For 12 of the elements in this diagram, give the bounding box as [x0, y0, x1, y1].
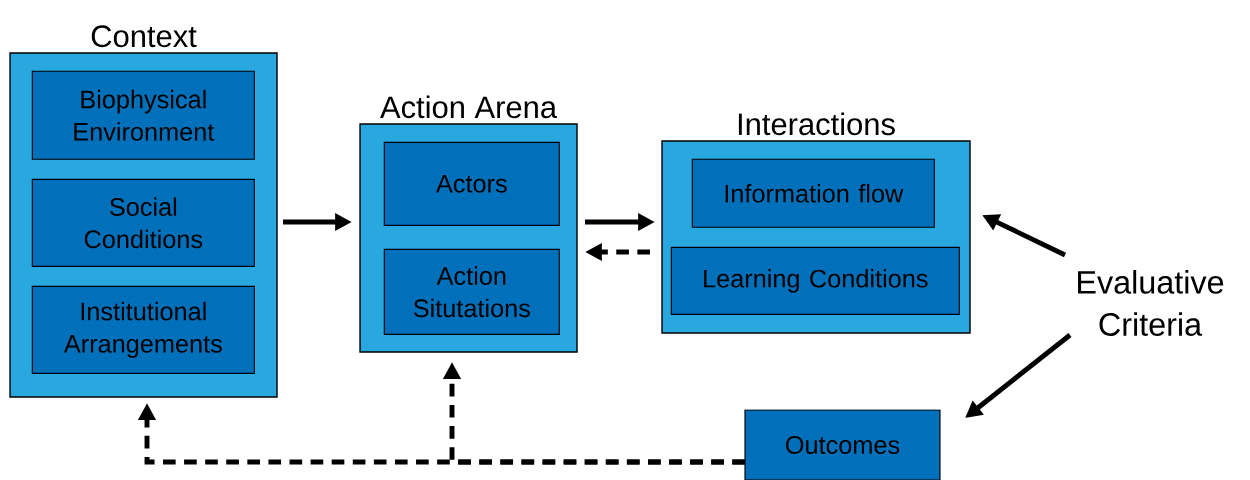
group-title: Interactions [738, 112, 895, 136]
component-box: Social Conditions [31, 178, 255, 267]
component-box: Institutional Arrangements [31, 285, 255, 374]
criteria-label: Evaluative Criteria [1078, 270, 1224, 336]
component-box: Outcomes [744, 409, 941, 480]
component-box: Actors [383, 141, 560, 226]
group-title: Action Arena [380, 95, 557, 119]
component-box: Biophysical Environment [31, 70, 255, 160]
component-box: Learning Conditions [670, 246, 960, 315]
component-box: Information flow [691, 158, 935, 228]
group-title: Context [91, 25, 197, 48]
component-box: Action Situtations [383, 248, 560, 335]
